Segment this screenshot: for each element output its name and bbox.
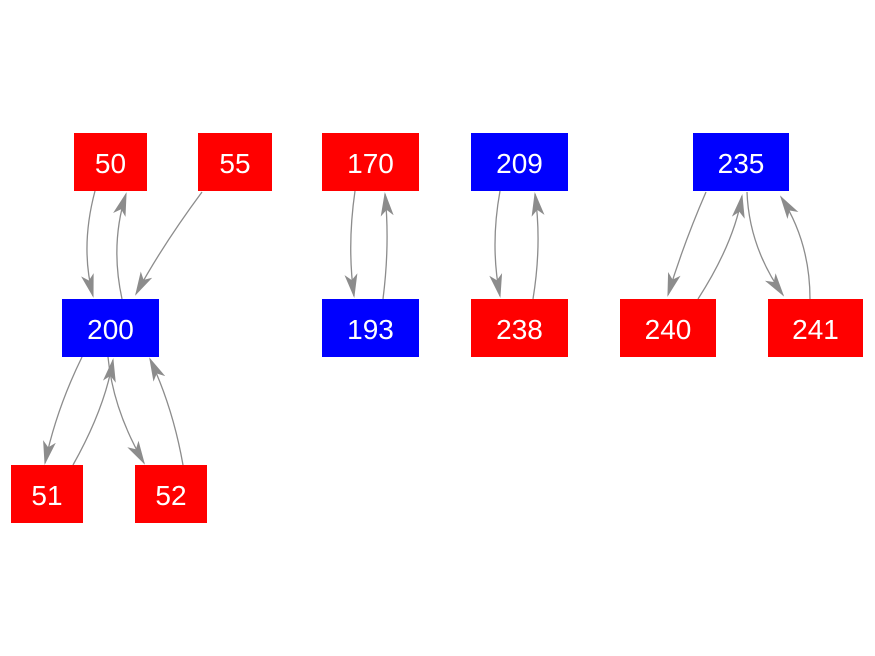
node-label: 51 [31,480,63,511]
graph-node-200: 200 [62,299,159,357]
graph-node-235: 235 [693,133,789,191]
graph-node-241: 241 [768,299,863,357]
graph-edge-235-241 [746,191,785,297]
graph-node-52: 52 [135,465,207,523]
node-label: 235 [717,148,765,179]
graph-node-238: 238 [471,299,568,357]
node-label: 50 [94,148,127,179]
graph-edge-240-235 [697,194,745,300]
graph-edge-52-200 [149,357,184,466]
node-label: 209 [496,148,543,179]
graph-edge-235-240 [667,191,707,297]
graph-node-209: 209 [471,133,568,191]
edge-group [43,190,811,466]
graph-edge-200-51 [43,356,83,465]
node-label: 52 [155,480,187,511]
graph-edge-50-200 [81,190,96,298]
node-label: 240 [644,314,692,345]
graph-edge-170-193 [344,190,358,298]
node-label: 193 [347,314,394,345]
graph-node-55: 55 [198,133,272,191]
graph-node-50: 50 [74,133,147,191]
graph-edge-51-200 [72,358,116,466]
graph-edge-200-50 [113,192,127,300]
node-label: 238 [496,314,543,345]
node-label: 200 [87,314,134,345]
node-label: 55 [219,148,251,179]
graph-node-170: 170 [322,133,419,191]
graph-edge-200-52 [107,356,146,465]
graph-node-51: 51 [11,465,83,523]
graph-edge-238-209 [531,192,545,300]
node-label: 241 [792,314,839,345]
graph-edge-241-235 [779,195,811,300]
graph-edge-55-200 [135,191,203,296]
graph-node-240: 240 [620,299,716,357]
graph-edge-209-238 [489,190,503,298]
graph-node-193: 193 [322,299,419,357]
graph-edge-193-170 [380,192,394,300]
node-label: 170 [347,148,394,179]
